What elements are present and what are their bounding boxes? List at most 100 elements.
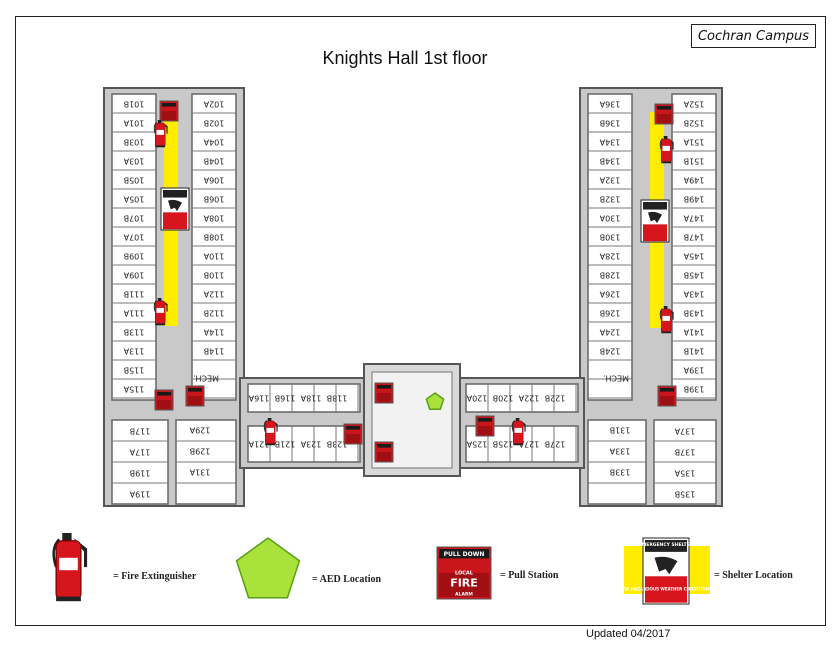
room-label: 107A — [123, 233, 144, 242]
shelter-sign-icon: EMERGENCY SHELTER FOR HAZARDOUS WEATHER C… — [620, 537, 712, 605]
shelter-sign-icon — [160, 187, 190, 231]
shelter-sign-text: FOR HAZARDOUS WEATHER CONDITIONS — [620, 586, 712, 591]
room-label: 101B — [124, 100, 145, 109]
room-label: 125B — [493, 440, 514, 449]
fire-extinguisher-icon — [511, 418, 526, 446]
room-label: 112A — [203, 290, 224, 299]
room-label: 101A — [123, 119, 144, 128]
room-label: 118A — [300, 394, 321, 403]
room-label: 135B — [675, 490, 696, 499]
room-label: 128B — [600, 271, 621, 280]
room-label: 103B — [124, 138, 145, 147]
room-label: 120A — [466, 394, 487, 403]
room-label: 143B — [684, 309, 705, 318]
room-label: 114B — [204, 347, 225, 356]
pull-station-sign-text: PULL DOWN — [444, 551, 485, 558]
room-label: 104A — [203, 138, 224, 147]
room-label: 134A — [599, 138, 620, 147]
room-label: 152A — [683, 100, 704, 109]
room-label: 117B — [130, 427, 151, 436]
room-label: 102A — [203, 100, 224, 109]
room-label: 135A — [674, 469, 695, 478]
room-label: 104B — [204, 157, 225, 166]
fire-extinguisher-icon — [659, 306, 674, 334]
room-label: 125A — [466, 440, 487, 449]
room-label: 108B — [204, 233, 225, 242]
room-label: 128A — [599, 252, 620, 261]
aed-location-icon — [425, 392, 445, 411]
pull-station-icon — [343, 423, 363, 445]
room-label: 111A — [123, 309, 144, 318]
map-title-text: Knights Hall 1st floor — [322, 48, 488, 68]
room-label: 106A — [203, 176, 224, 185]
west-wing — [103, 87, 245, 507]
room-label: 145A — [683, 252, 704, 261]
room-label: 124B — [600, 347, 621, 356]
room-label: 141B — [684, 347, 705, 356]
room-label: 112B — [204, 309, 225, 318]
aed-location-icon — [235, 537, 301, 599]
room-label: 102B — [204, 119, 225, 128]
room-label: 123A — [300, 440, 321, 449]
shelter-sign-text: EMERGENCY SHELTER — [639, 542, 694, 548]
room-label: 116A — [248, 394, 269, 403]
room-label: 103A — [123, 157, 144, 166]
center-block — [239, 363, 585, 477]
room-label: 106B — [204, 195, 225, 204]
room-label: MECH. — [193, 374, 219, 383]
pull-station-sign-text: ALARM — [455, 591, 473, 597]
room-label: 139B — [684, 385, 705, 394]
room-label: 152B — [684, 119, 705, 128]
room-label: 105B — [124, 176, 145, 185]
room-label: 129A — [189, 426, 210, 435]
room-label: 119A — [129, 490, 150, 499]
room-label: 137B — [675, 448, 696, 457]
room-label: 147B — [684, 233, 705, 242]
room-label: 127A — [518, 440, 539, 449]
room-label: 130A — [599, 214, 620, 223]
room-label: 113A — [123, 347, 144, 356]
legend-pull-label: = Pull Station — [500, 570, 559, 581]
room-label: 116B — [275, 394, 296, 403]
room-label: 147A — [683, 214, 704, 223]
room-label: 110A — [203, 252, 224, 261]
room-label: 136B — [600, 119, 621, 128]
shelter-sign-icon — [640, 199, 670, 243]
room-label: 121A — [248, 440, 269, 449]
room-label: 132A — [599, 176, 620, 185]
legend-extinguisher-label: = Fire Extinguisher — [113, 571, 197, 582]
room-label: 143A — [683, 290, 704, 299]
fire-extinguisher-icon — [659, 136, 674, 164]
pull-station-icon — [154, 389, 174, 411]
room-label: 151A — [683, 138, 704, 147]
room-label: 149B — [684, 195, 705, 204]
room-label: 133A — [609, 447, 630, 456]
pull-station-icon — [374, 382, 394, 404]
room-label: 118B — [327, 394, 348, 403]
pull-station-icon — [374, 441, 394, 463]
room-label: 133B — [610, 468, 631, 477]
map-title: Knights Hall 1st floor — [0, 48, 840, 69]
room-label: 124A — [599, 328, 620, 337]
room-label: 110B — [204, 271, 225, 280]
map-frame — [15, 16, 826, 626]
room-label: MECH. — [603, 374, 629, 383]
room-label: 119B — [130, 469, 151, 478]
legend-aed-label: = AED Location — [312, 574, 382, 585]
room-label: 149A — [683, 176, 704, 185]
pull-station-icon — [657, 385, 677, 407]
room-label: 129B — [190, 447, 211, 456]
room-label: 131B — [610, 426, 631, 435]
room-label: 136A — [599, 100, 620, 109]
room-label: 120B — [493, 394, 514, 403]
pull-station-sign-text: FIRE — [450, 576, 478, 589]
room-labels: 101B101A103B103A105B105A107B107A109B109A… — [123, 100, 704, 499]
room-label: 132B — [600, 195, 621, 204]
fire-extinguisher-icon — [153, 120, 168, 148]
updated-date: Updated 04/2017 — [586, 628, 671, 640]
pull-station-icon — [159, 100, 179, 122]
room-label: 127B — [545, 440, 566, 449]
pull-station-icon — [475, 415, 495, 437]
fire-extinguisher-icon — [52, 533, 88, 602]
